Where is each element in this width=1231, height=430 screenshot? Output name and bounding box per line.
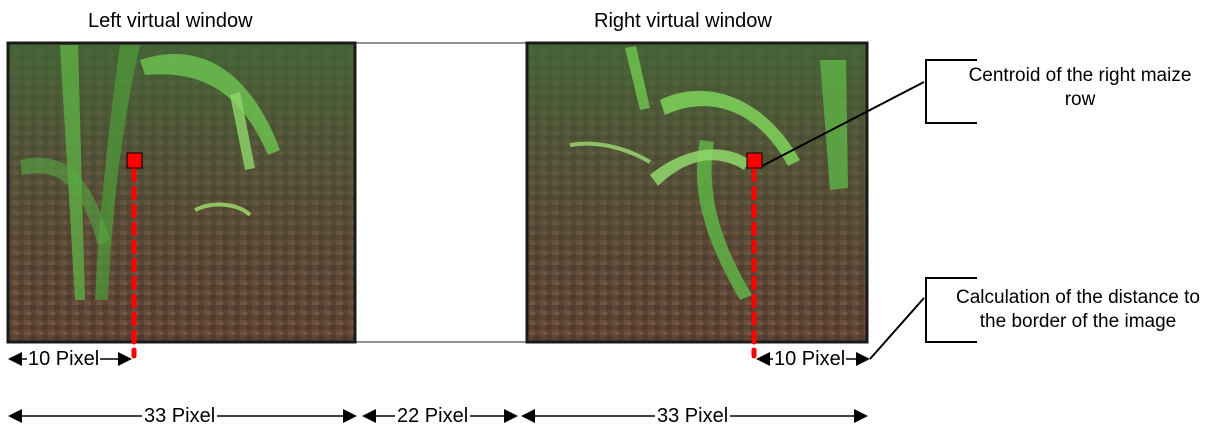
centroid-bracket bbox=[925, 59, 977, 124]
centroid-annotation-line1: Centroid of the right maize bbox=[968, 65, 1192, 86]
centroid-annotation-line2: row bbox=[1064, 89, 1096, 110]
centroid-leader-line bbox=[761, 81, 925, 167]
right-crop-image bbox=[527, 43, 867, 342]
left-window-title: Left virtual window bbox=[88, 10, 253, 32]
right-centroid-marker bbox=[746, 152, 763, 169]
window-gap bbox=[354, 42, 528, 343]
left-centroid-marker bbox=[126, 152, 143, 169]
right-window-frame bbox=[525, 41, 869, 344]
distance-leader-line bbox=[869, 297, 925, 360]
left-window-frame bbox=[6, 41, 357, 344]
left-crop-image bbox=[8, 43, 355, 342]
distance-annotation: Calculation of the distance to the borde… bbox=[928, 286, 1228, 334]
distance-annotation-line2: the border of the image bbox=[979, 311, 1177, 332]
right-window-title: Right virtual window bbox=[594, 10, 772, 32]
right-window-width-label: 33 Pixel bbox=[655, 405, 731, 427]
left-offset-label: 10 Pixel bbox=[27, 348, 101, 370]
gap-width-label: 22 Pixel bbox=[395, 405, 471, 427]
distance-annotation-line1: Calculation of the distance to bbox=[956, 287, 1200, 308]
centroid-annotation: Centroid of the right maize row bbox=[930, 64, 1230, 112]
right-offset-label: 10 Pixel bbox=[773, 348, 847, 370]
left-window-width-label: 33 Pixel bbox=[142, 405, 218, 427]
distance-bracket bbox=[925, 277, 977, 343]
